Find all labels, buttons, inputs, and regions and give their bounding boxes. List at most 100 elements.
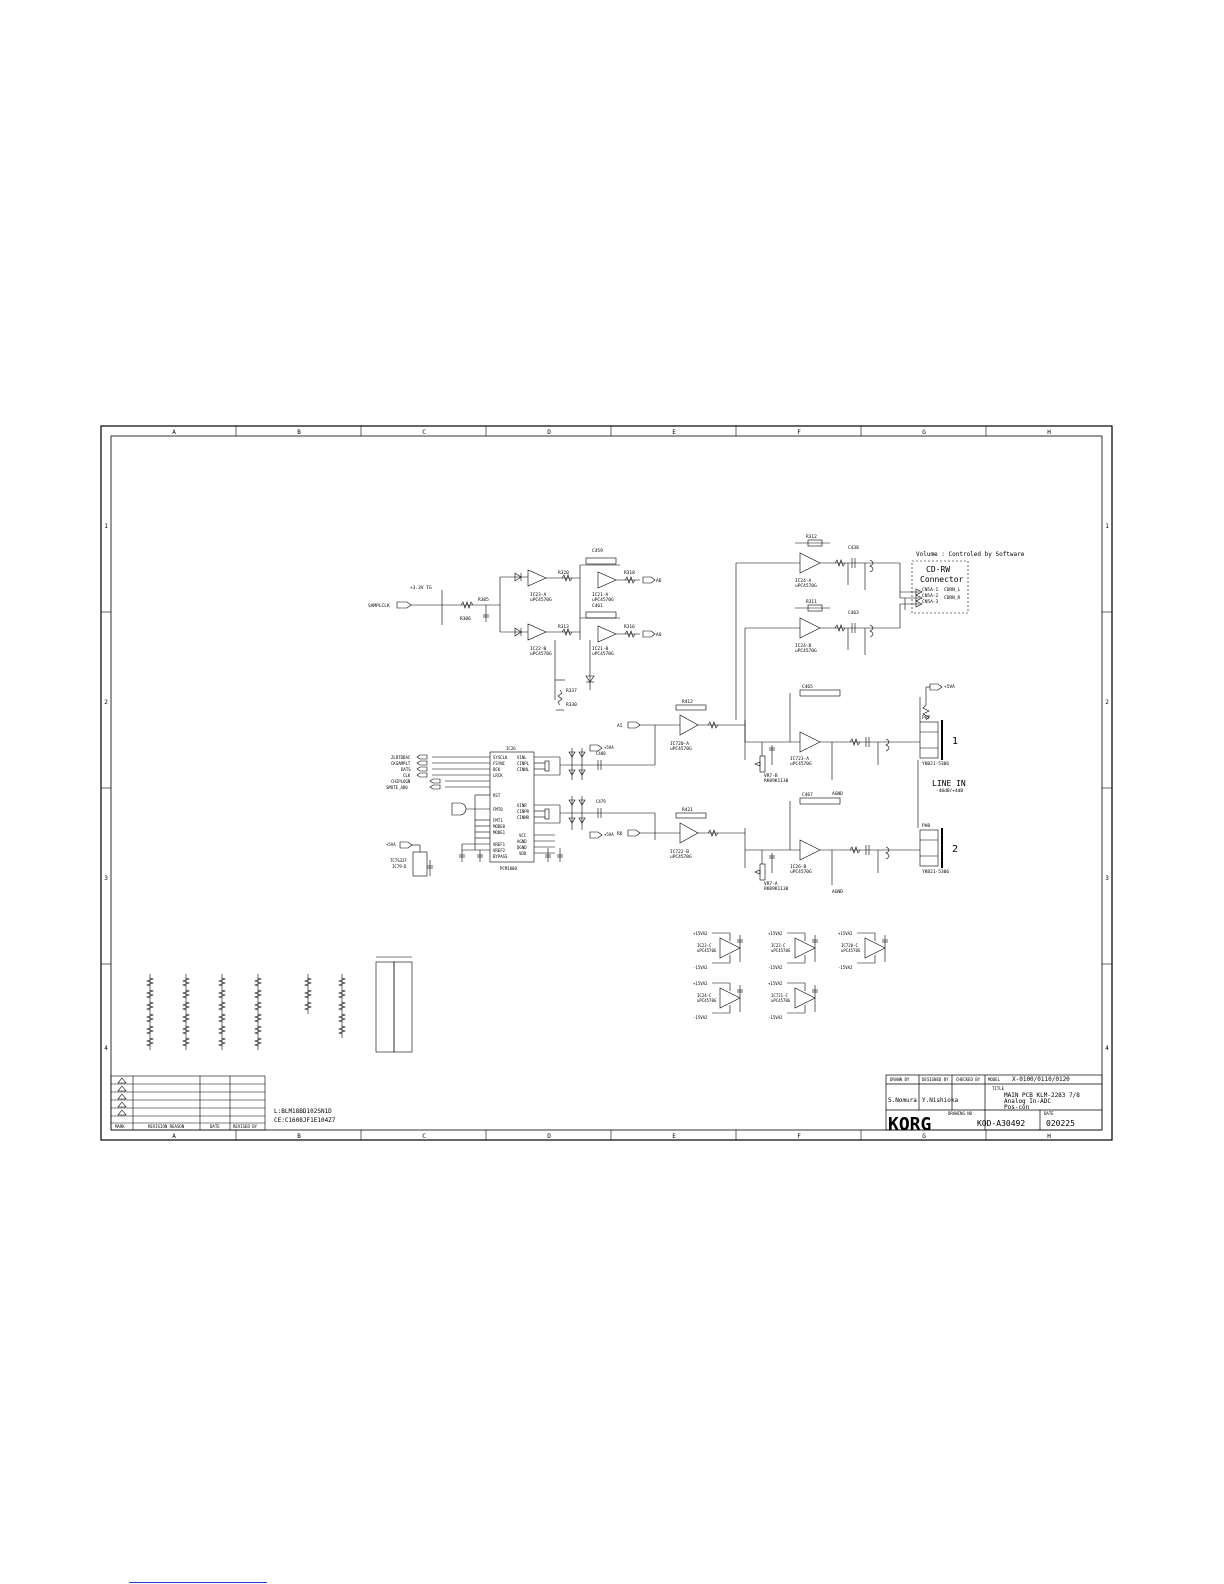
vr7a-ref: VR7-A bbox=[764, 881, 778, 887]
designed-by-value: Y.Nishioka bbox=[922, 1097, 959, 1104]
ad-out-label: AD bbox=[656, 578, 662, 584]
r312-label: R312 bbox=[806, 534, 817, 540]
row-label-left-1: 1 bbox=[104, 523, 108, 530]
pwr-ic-1-type: uPC4570G bbox=[771, 948, 791, 953]
adc-pin-r-6: VCC bbox=[519, 833, 527, 838]
array-element bbox=[218, 1001, 226, 1011]
row-label-left-2: 2 bbox=[104, 699, 108, 706]
pwr-ic-2-ref: IC720-C bbox=[841, 943, 858, 948]
col-label-bottom-c: C bbox=[422, 1133, 426, 1140]
array-element bbox=[254, 1037, 262, 1047]
array-element bbox=[304, 977, 312, 987]
array-element bbox=[254, 1001, 262, 1011]
adc-section bbox=[399, 725, 656, 877]
jack-number-2: 2 bbox=[952, 844, 958, 855]
array-element bbox=[182, 989, 190, 999]
title-block bbox=[885, 1074, 1103, 1131]
power-opamp-section bbox=[712, 932, 888, 1014]
rail-pos-3: +15VA2 bbox=[838, 931, 853, 936]
r320-label: R320 bbox=[558, 570, 569, 576]
v5va-jack-label: +5VA bbox=[944, 684, 955, 690]
input-signal-3: CLK bbox=[403, 773, 411, 778]
c480-label: C480 bbox=[596, 751, 606, 756]
array-element bbox=[146, 1025, 154, 1035]
jack-ref-2: PH8 bbox=[922, 823, 930, 829]
cdrw-box-line1: CD-RW bbox=[926, 565, 950, 574]
rail-neg-3: -15VA2 bbox=[838, 965, 853, 970]
adc-pin-l-1: FSYNC bbox=[493, 761, 506, 766]
rail-neg-5: -15VA2 bbox=[768, 1015, 783, 1020]
footer-link-underline[interactable] bbox=[129, 1582, 267, 1583]
array-element bbox=[338, 989, 346, 999]
v5va-adc-label: +5VA bbox=[604, 745, 614, 750]
jack-ref-1: PH7 bbox=[922, 715, 930, 721]
adc-type: PCM1800 bbox=[500, 866, 517, 871]
col-label-top-f: F bbox=[797, 429, 801, 436]
array-element bbox=[254, 989, 262, 999]
array-element bbox=[182, 1001, 190, 1011]
adc-pin-r-3: VINR bbox=[517, 803, 527, 808]
array-element bbox=[146, 989, 154, 999]
jack-type-1: YKB21-5306 bbox=[922, 761, 949, 767]
cdrw-output-section bbox=[735, 539, 969, 742]
ic720a-ref: IC720-A bbox=[670, 741, 689, 747]
adc-pin-l-4: RST bbox=[493, 793, 501, 798]
tc-ic-sub: IC79-D bbox=[392, 864, 407, 869]
adc-pin-r-4: CINPR bbox=[517, 809, 530, 814]
array-element bbox=[146, 1001, 154, 1011]
array-element bbox=[254, 1013, 262, 1023]
array-element bbox=[304, 989, 312, 999]
adc-pin-l-2: BCK bbox=[493, 767, 501, 772]
r421-label: R421 bbox=[682, 807, 693, 813]
row-label-right-4: 4 bbox=[1105, 1045, 1109, 1052]
ic723a-ref: IC723-A bbox=[790, 756, 809, 762]
row-label-right-1: 1 bbox=[1105, 523, 1109, 530]
adc-pin-r-5: CINNR bbox=[517, 815, 530, 820]
array-element bbox=[218, 989, 226, 999]
agnd-label-1: AGND bbox=[832, 791, 843, 797]
adc-pin-l-11: BYPASS bbox=[493, 854, 508, 859]
c479-label: C479 bbox=[596, 799, 606, 804]
input-signal-4: CHIPLOGN bbox=[391, 779, 411, 784]
adc-pin-r-8: DGND bbox=[517, 845, 527, 850]
v33-label: +3.3V TG bbox=[410, 585, 432, 591]
input-signal-1: CKSAMPLT bbox=[391, 761, 411, 766]
array-element bbox=[146, 1037, 154, 1047]
line-in-level: -40dB/+4dB bbox=[936, 788, 963, 794]
c459-label: C459 bbox=[592, 548, 603, 554]
input-signal-2: DATS bbox=[401, 767, 411, 772]
adc-pin-r-1: CINPL bbox=[517, 761, 530, 766]
pwr-ic-1-ref: IC22-C bbox=[771, 943, 786, 948]
samplclk-label: SAMPLCLK bbox=[368, 603, 390, 609]
r306-label: R306 bbox=[460, 616, 471, 622]
ic24a-ref: IC24-A bbox=[795, 578, 812, 584]
adc-pin-r-9: VDD bbox=[519, 851, 527, 856]
array-element bbox=[254, 977, 262, 987]
col-label-bottom-h: H bbox=[1047, 1133, 1051, 1140]
decoupling-arrays bbox=[146, 974, 346, 1050]
ic22b-ref: IC22-B bbox=[530, 646, 547, 652]
title-label: TITLE bbox=[992, 1086, 1005, 1091]
vr7b-ref: VR7-B bbox=[764, 773, 778, 779]
date-label: DATE bbox=[1044, 1111, 1054, 1116]
ic23a-type: uPC4570G bbox=[530, 597, 552, 603]
col-label-top-g: G bbox=[922, 429, 926, 436]
ic21a-type: uPC4570G bbox=[592, 597, 614, 603]
r337-label: R337 bbox=[566, 688, 577, 694]
col-label-top-b: B bbox=[297, 429, 301, 436]
rail-neg-2: -15VA2 bbox=[768, 965, 783, 970]
array-element bbox=[146, 977, 154, 987]
note-line-2: CE:C1608JF1E104Z7 bbox=[274, 1117, 336, 1124]
col-label-bottom-e: E bbox=[672, 1133, 676, 1140]
ic21b-ref: IC21-B bbox=[592, 646, 609, 652]
rail-pos-1: +15VA2 bbox=[693, 931, 708, 936]
model-value: X-0100/0110/0120 bbox=[1012, 1076, 1070, 1083]
col-label-top-d: D bbox=[547, 429, 551, 436]
array-element bbox=[338, 1001, 346, 1011]
v5va-adc2-label: +5VA bbox=[604, 832, 614, 837]
rev-header-date: DATE bbox=[210, 1124, 220, 1129]
adc-pin-l-10: VREF2 bbox=[493, 848, 506, 853]
agnd-label-2: AGND bbox=[832, 889, 843, 895]
rail-pos-5: +15VA2 bbox=[768, 981, 783, 986]
volume-note: Volume : Controled by Software bbox=[916, 551, 1025, 558]
